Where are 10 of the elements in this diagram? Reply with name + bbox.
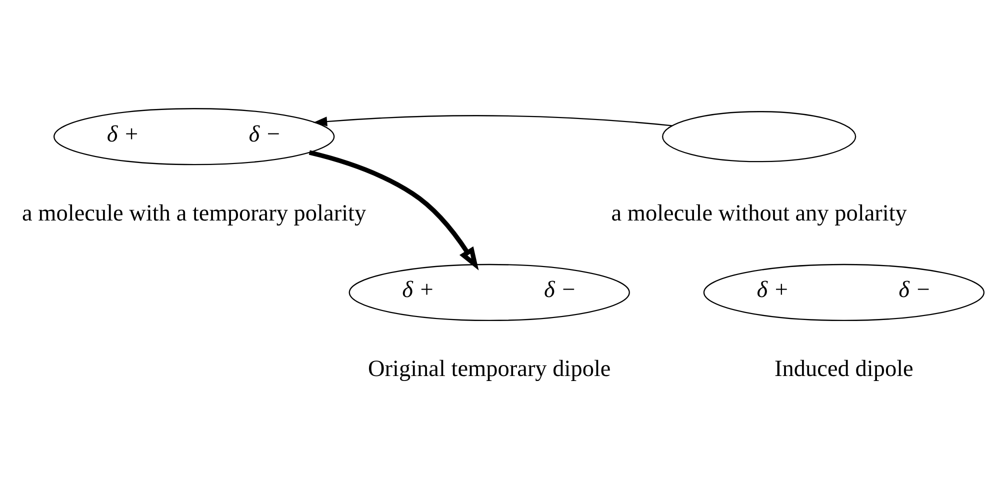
node-ellipse: δ + δ − [54,108,335,165]
node-label: Original temporary dipole [368,356,611,382]
node-ellipse: δ + δ − [703,263,985,321]
node-label: Induced dipole [774,356,914,382]
node-label: a molecule without any polarity [611,200,907,226]
node-label: a molecule with a temporary polarity [22,200,366,226]
arrow [313,114,672,126]
node-ellipse [662,110,856,162]
node-ellipse: δ + δ − [348,263,630,321]
arrow [308,150,479,270]
